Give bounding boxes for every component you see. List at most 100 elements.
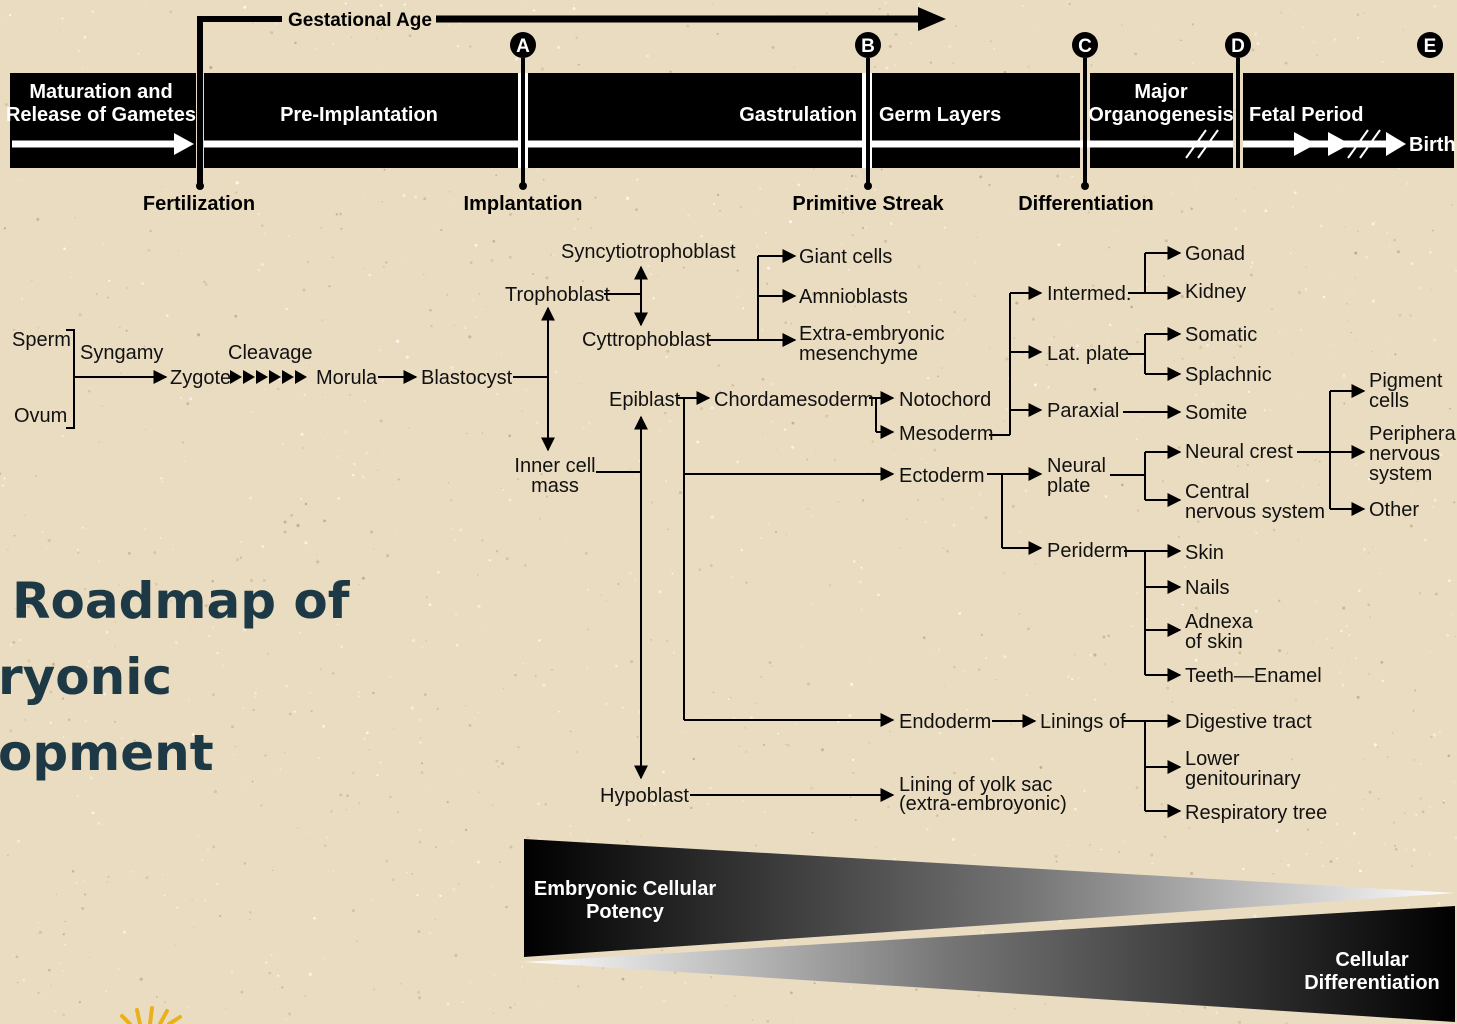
event-differentiation: Differentiation [1018,193,1154,215]
label-syngamy: Syngamy [80,342,163,364]
label-adnexa-1: Adnexa [1185,611,1254,633]
label-amnioblasts: Amnioblasts [799,286,908,308]
stage-bar-fetal [1243,73,1454,168]
sun-logo-icon [120,1006,182,1024]
label-other: Other [1369,499,1419,521]
differentiation-label-2: Differentiation [1304,972,1440,994]
stage-maturation-1: Maturation and [29,81,172,103]
differentiation-label-1: Cellular [1335,949,1409,971]
label-kidney: Kidney [1185,281,1246,303]
event-implantation: Implantation [464,193,583,215]
label-hypoblast: Hypoblast [600,785,689,807]
label-pns-1: Peripheral [1369,423,1457,445]
marker-a: A [510,32,536,58]
label-neural-plate-1: Neural [1047,455,1106,477]
label-cleavage: Cleavage [228,342,313,364]
label-gonad: Gonad [1185,243,1245,265]
marker-e: E [1417,32,1443,58]
label-endoderm: Endoderm [899,711,991,733]
label-cns-1: Central [1185,481,1249,503]
label-respiratory: Respiratory tree [1185,802,1327,824]
label-lower-1: Lower [1185,748,1240,770]
gestational-age-bracket [197,16,282,186]
svg-text:D: D [1231,36,1245,57]
potency-label-1: Embryonic Cellular [534,878,716,900]
label-chordamesoderm: Chordamesoderm [714,389,874,411]
slide-title-line-3: opment [0,724,214,782]
label-extra-embryonic-1: Extra-embryonic [799,323,945,345]
label-cytotrophoblast: Cyttrophoblast [582,329,711,351]
label-digestive: Digestive tract [1185,711,1312,733]
slide-title-line-2: ryonic [0,648,172,706]
label-intermed: Intermed. [1047,283,1131,305]
label-neural-plate-2: plate [1047,475,1090,497]
label-skin: Skin [1185,542,1224,564]
gestational-age-label: Gestational Age [288,10,432,31]
label-lat-plate: Lat. plate [1047,343,1129,365]
flow-labels: Sperm Ovum Syngamy Cleavage Zygote Morul… [12,241,1457,824]
marker-b: B [855,32,881,58]
label-ectoderm: Ectoderm [899,465,985,487]
label-sperm: Sperm [12,329,71,351]
label-splachnic: Splachnic [1185,364,1272,386]
differentiation-wedge [524,906,1455,1022]
label-blastocyst: Blastocyst [421,367,513,389]
label-mesoderm: Mesoderm [899,423,993,445]
label-pigment-1: Pigment [1369,370,1443,392]
svg-text:A: A [516,36,530,57]
stage-organogenesis-1: Major [1134,81,1188,103]
label-epiblast: Epiblast [609,389,681,411]
label-linings-of: Linings of [1040,711,1126,733]
label-pigment-2: cells [1369,390,1409,412]
label-pns-3: system [1369,463,1432,485]
svg-text:B: B [861,36,875,57]
label-somite: Somite [1185,402,1247,424]
label-syncytiotrophoblast: Syncytiotrophoblast [561,241,736,263]
label-cns-2: nervous system [1185,501,1325,523]
stage-fetal-period: Fetal Period [1249,104,1363,126]
timeline: Gestational Age Maturation and Release o… [6,7,1456,215]
stage-birth: Birth [1409,134,1456,156]
label-giant-cells: Giant cells [799,246,892,268]
label-extra-embryonic-2: mesenchyme [799,343,918,365]
stage-germ-layers: Germ Layers [879,104,1001,126]
stage-gastrulation: Gastrulation [739,104,857,126]
stage-bar-organogenesis [1090,73,1233,168]
label-zygote: Zygote [170,367,231,389]
label-paraxial: Paraxial [1047,400,1119,422]
label-inner-cell-1: Inner cell [514,455,595,477]
label-somatic: Somatic [1185,324,1257,346]
label-lower-2: genitourinary [1185,768,1301,790]
label-nails: Nails [1185,577,1229,599]
label-neural-crest: Neural crest [1185,441,1293,463]
event-fertilization: Fertilization [143,193,255,215]
svg-text:C: C [1078,36,1092,57]
label-ovum: Ovum [14,405,67,427]
label-inner-cell-2: mass [531,475,579,497]
label-morula: Morula [316,367,378,389]
cleavage-arrowheads [230,370,307,384]
stage-maturation-2: Release of Gametes [6,104,196,126]
potency-wedge [524,839,1455,957]
label-pns-2: nervous [1369,443,1440,465]
label-trophoblast: Trophoblast [505,284,610,306]
potency-label-2: Potency [586,901,665,923]
event-primitive-streak: Primitive Streak [792,193,944,215]
label-teeth: Teeth—Enamel [1185,665,1322,687]
stage-bar-maturation [10,73,196,168]
slide-title-line-1: Roadmap of [12,572,350,630]
stage-organogenesis-2: Organogenesis [1088,104,1234,126]
svg-text:E: E [1424,36,1437,57]
label-notochord: Notochord [899,389,991,411]
marker-c: C [1072,32,1098,58]
label-periderm: Periderm [1047,540,1128,562]
label-adnexa-2: of skin [1185,631,1243,653]
label-yolk-1: Lining of yolk sac [899,774,1052,796]
flow-connectors [66,246,1366,818]
gestational-age-arrowhead [918,7,946,31]
marker-d: D [1225,32,1251,58]
stage-pre-implantation: Pre-Implantation [280,104,438,126]
label-yolk-2: (extra-embroyonic) [899,793,1067,815]
stage-bar-main [204,73,1080,168]
